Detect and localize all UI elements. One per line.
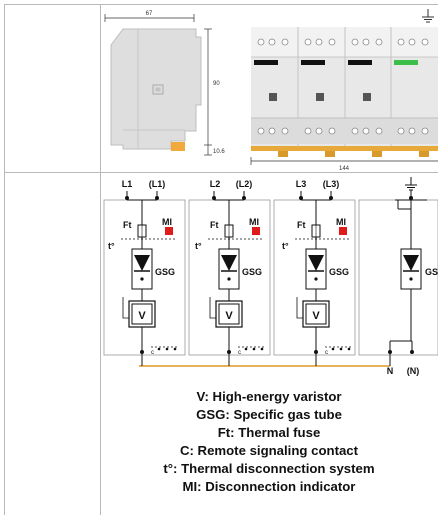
neutral-label-alt: (N) <box>407 366 420 376</box>
frame-divider-vertical <box>100 4 101 515</box>
legend: V: High-energy varistor GSG: Specific ga… <box>100 388 438 496</box>
width-dimension <box>104 14 195 22</box>
thermal-label-2: t° <box>195 241 202 251</box>
legend-item-varistor: V: High-energy varistor <box>196 389 342 404</box>
line-label-l1: L1 <box>122 179 133 189</box>
module-box-n <box>358 199 438 356</box>
contact-label-2: c <box>238 350 241 356</box>
foot-dimension-label: 10.6 <box>213 149 225 155</box>
gas-tube-label-2: GSG <box>242 267 262 277</box>
frame-left-border <box>4 4 5 515</box>
legend-item-thermal-fuse: Ft: Thermal fuse <box>217 425 321 440</box>
varistor-label-3: V <box>312 310 320 322</box>
legend-item-gas-tube: GSG: Specific gas tube <box>196 407 342 422</box>
phase-module-2 <box>208 191 264 366</box>
thermal-label-1: t° <box>108 241 115 251</box>
indicator-label-2: MI <box>249 217 259 227</box>
indicator-label-1: MI <box>162 217 172 227</box>
line-label-l3-alt: (L3) <box>323 179 340 189</box>
length-dimension-label: 144 <box>339 166 350 172</box>
fuse-label-2: Ft <box>210 220 219 230</box>
varistor-label-2: V <box>225 310 233 322</box>
legend-item-thermal-disconnection: t°: Thermal disconnection system <box>163 461 375 476</box>
contact-label-1: c <box>151 350 154 356</box>
dimension-drawing: 67 90 10.6 <box>104 9 438 172</box>
fuse-label-1: Ft <box>123 220 132 230</box>
wiring-schematic: L1 (L1) L2 (L2) L3 (L3) <box>103 177 438 376</box>
phase-module-3 <box>295 191 351 366</box>
device-front-view <box>251 27 438 157</box>
earth-icon-schematic <box>405 177 417 191</box>
frame-divider-horizontal <box>4 172 438 173</box>
contact-label-3: c <box>325 350 328 356</box>
length-dimension <box>250 157 438 165</box>
legend-item-disconnection-indicator: MI: Disconnection indicator <box>182 479 356 494</box>
line-label-l2-alt: (L2) <box>236 179 253 189</box>
fuse-label-3: Ft <box>297 220 306 230</box>
frame-top-border <box>4 4 438 5</box>
gas-tube-label-3: GSG <box>329 267 349 277</box>
gas-tube-label-1: GSG <box>155 267 175 277</box>
indicator-label-3: MI <box>336 217 346 227</box>
line-label-l2: L2 <box>210 179 221 189</box>
device-side-view <box>110 28 202 151</box>
phase-module-1 <box>121 191 177 366</box>
height-dimension <box>204 28 212 156</box>
thermal-label-3: t° <box>282 241 289 251</box>
earth-icon <box>422 9 434 23</box>
neutral-module <box>388 190 427 366</box>
gas-tube-label-n: GSG <box>425 267 438 277</box>
legend-item-remote-contact: C: Remote signaling contact <box>179 443 359 458</box>
varistor-label-1: V <box>138 310 146 322</box>
neutral-label: N <box>387 366 394 376</box>
width-dimension-label: 67 <box>146 11 153 17</box>
line-label-l3: L3 <box>296 179 307 189</box>
line-label-l1-alt: (L1) <box>149 179 166 189</box>
height-dimension-label: 90 <box>213 81 220 87</box>
